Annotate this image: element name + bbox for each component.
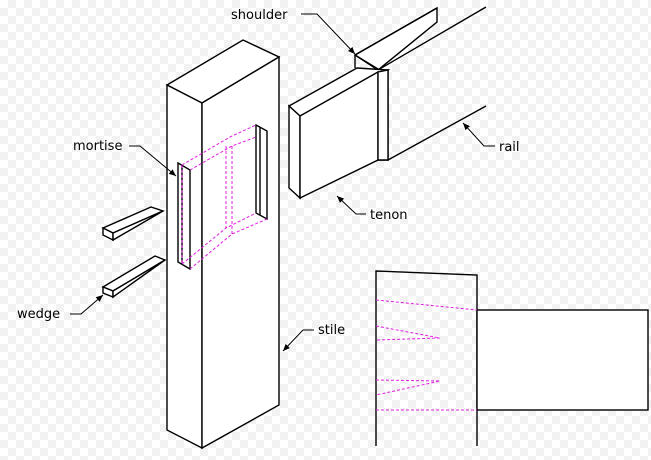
shoulder-label: shoulder — [231, 8, 288, 23]
section-view — [375, 270, 649, 446]
rail-end-face — [377, 69, 389, 161]
section-rail-outline — [476, 309, 649, 411]
rail-assembly — [287, 6, 487, 200]
section-stile-outline — [375, 270, 478, 446]
wedge-lower-top — [101, 255, 167, 292]
section-tenon-hidden-lines — [375, 299, 478, 411]
stile-assembly — [165, 39, 281, 450]
wedge-upper-side — [112, 210, 164, 242]
shoulder-leader — [301, 13, 356, 55]
stile-side-face — [201, 55, 280, 450]
rail-label: rail — [499, 140, 520, 155]
mortise-label: mortise — [73, 139, 122, 154]
tenon-label: tenon — [370, 208, 408, 223]
wedge-lower — [101, 255, 167, 299]
mortise-slot-front — [177, 161, 191, 271]
rail-top-edge — [354, 7, 438, 56]
rail-leader — [462, 122, 495, 147]
rail-top-back-edge — [377, 6, 487, 71]
rail-top-face — [353, 6, 438, 72]
leader-lines — [70, 13, 495, 352]
mortise-slot-back — [255, 123, 268, 221]
stile-leader — [282, 329, 314, 352]
mortise-leader — [129, 145, 177, 177]
wedge-label: wedge — [17, 307, 60, 322]
mortise-hidden-lines — [181, 124, 268, 270]
wedge-leader — [70, 294, 104, 315]
stile-label: stile — [318, 323, 345, 338]
wedge-upper — [101, 206, 165, 242]
rail-bottom-edge — [387, 105, 487, 161]
wedge-lower-side — [112, 259, 166, 299]
tenon-front-face — [288, 104, 301, 200]
tenon-leader — [336, 195, 366, 215]
